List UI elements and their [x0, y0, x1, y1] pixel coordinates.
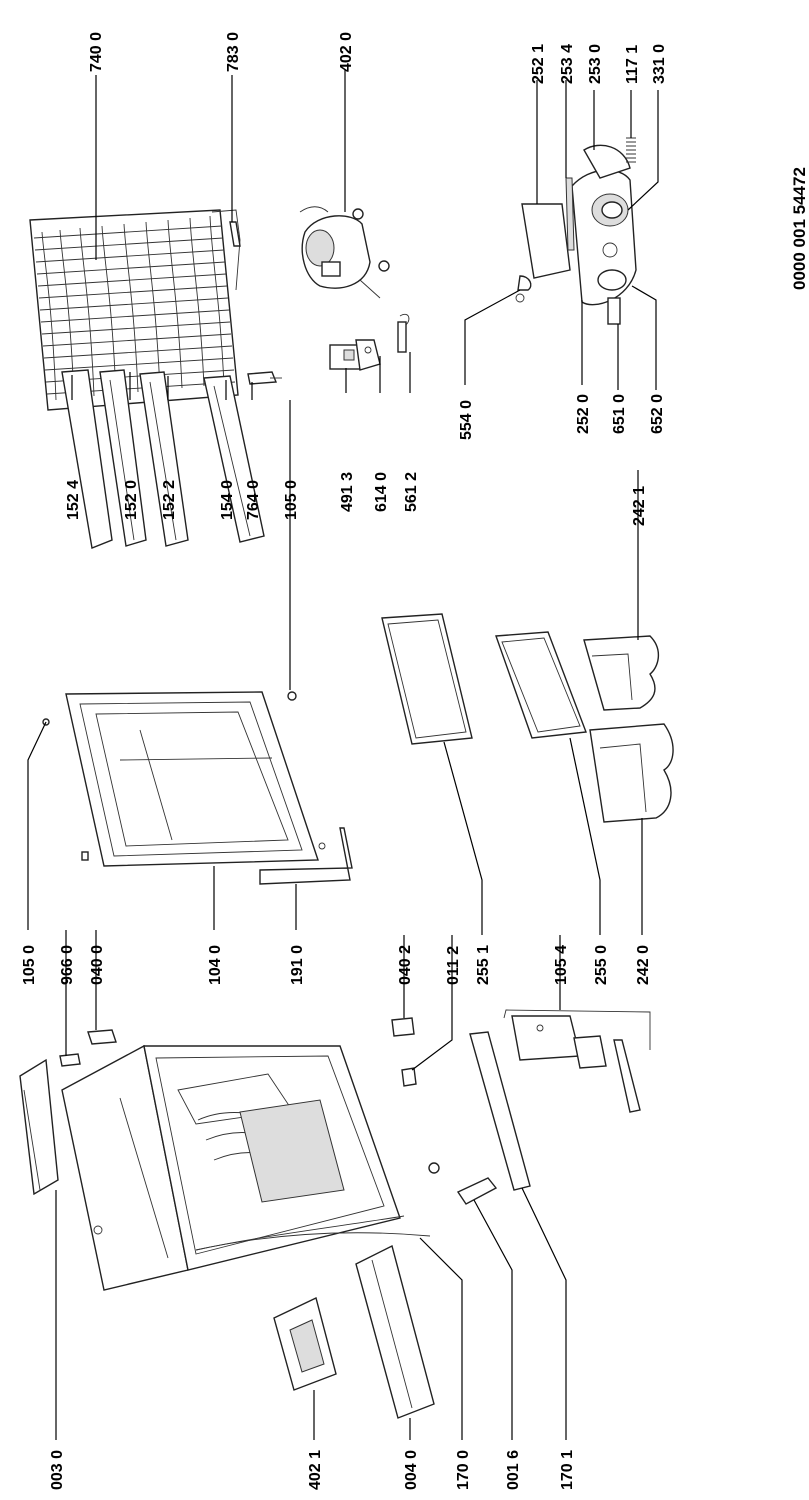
label-242-0: 242 0	[635, 945, 652, 985]
document-id: 0000 001 54472	[790, 167, 809, 290]
label-104-0: 104 0	[207, 945, 224, 985]
label-152-2: 152 2	[161, 480, 178, 520]
top-panel-drawing	[19, 1058, 59, 1196]
label-253-0: 253 0	[587, 44, 604, 84]
label-491-3: 491 3	[339, 472, 356, 512]
electrical-parts-drawing	[247, 314, 410, 385]
bracket-0016-drawing	[456, 1177, 498, 1205]
part-0040-drawing	[355, 1244, 435, 1419]
drawers-drawing	[583, 635, 674, 823]
door-shelves-drawing	[61, 369, 265, 549]
label-966-0: 966 0	[59, 945, 76, 985]
label-554-0: 554 0	[458, 400, 475, 440]
label-402-1: 402 1	[307, 1450, 324, 1490]
label-003-0: 003 0	[49, 1450, 66, 1490]
label-105-4: 105 4	[553, 945, 570, 985]
label-252-0: 252 0	[575, 394, 592, 434]
part-0402-drawing	[391, 1017, 415, 1037]
label-783-0: 783 0	[225, 32, 242, 72]
label-614-0: 614 0	[373, 472, 390, 512]
label-105-0-top: 105 0	[283, 480, 300, 520]
compressor-drawing	[299, 206, 390, 299]
part-966-drawing	[59, 1053, 81, 1067]
rail-1701-drawing	[469, 1031, 531, 1191]
label-004-0: 004 0	[403, 1450, 420, 1490]
label-152-0: 152 0	[123, 480, 140, 520]
door-drawing	[42, 691, 326, 867]
condenser-drawing	[29, 209, 241, 411]
label-170-0: 170 0	[455, 1450, 472, 1490]
thermostat-housing-drawing	[515, 137, 637, 325]
label-255-1: 255 1	[475, 945, 492, 985]
label-040-2: 040 2	[397, 945, 414, 985]
label-253-4: 253 4	[559, 44, 576, 84]
part-040-drawing	[87, 1029, 117, 1045]
strip-1700-drawing	[195, 1232, 431, 1251]
label-170-1: 170 1	[559, 1450, 576, 1490]
tube-783-drawing	[229, 221, 241, 247]
label-255-0: 255 0	[593, 945, 610, 985]
door-handle-drawing	[259, 827, 353, 885]
part-labels: 740 0 783 0 402 0 252 1 253 4 253 0 117 …	[21, 32, 809, 1490]
part-0112-drawing	[401, 1067, 417, 1087]
label-402-0: 402 0	[338, 32, 355, 72]
label-040-0: 040 0	[89, 945, 106, 985]
label-242-1: 242 1	[631, 486, 648, 526]
label-331-0: 331 0	[651, 44, 668, 84]
label-252-1: 252 1	[530, 44, 547, 84]
label-117-1: 117 1	[624, 45, 641, 84]
hinge-set-drawing	[503, 1009, 651, 1113]
label-152-4: 152 4	[65, 480, 82, 520]
label-740-0: 740 0	[88, 32, 105, 72]
label-764-0: 764 0	[245, 480, 262, 520]
cabinet-drawing	[61, 1044, 405, 1291]
leader-lines	[27, 70, 659, 1440]
part-4021-drawing	[273, 1297, 337, 1391]
label-154-0: 154 0	[219, 480, 236, 520]
label-105-0-mid: 105 0	[21, 945, 38, 985]
shelves-drawing	[381, 613, 587, 745]
label-001-6: 001 6	[505, 1450, 522, 1490]
label-652-0: 652 0	[649, 394, 666, 434]
label-011-2: 011 2	[445, 946, 462, 985]
label-651-0: 651 0	[611, 394, 628, 434]
foot-drawing	[428, 1162, 440, 1174]
label-561-2: 561 2	[403, 472, 420, 512]
label-191-0: 191 0	[289, 945, 306, 985]
